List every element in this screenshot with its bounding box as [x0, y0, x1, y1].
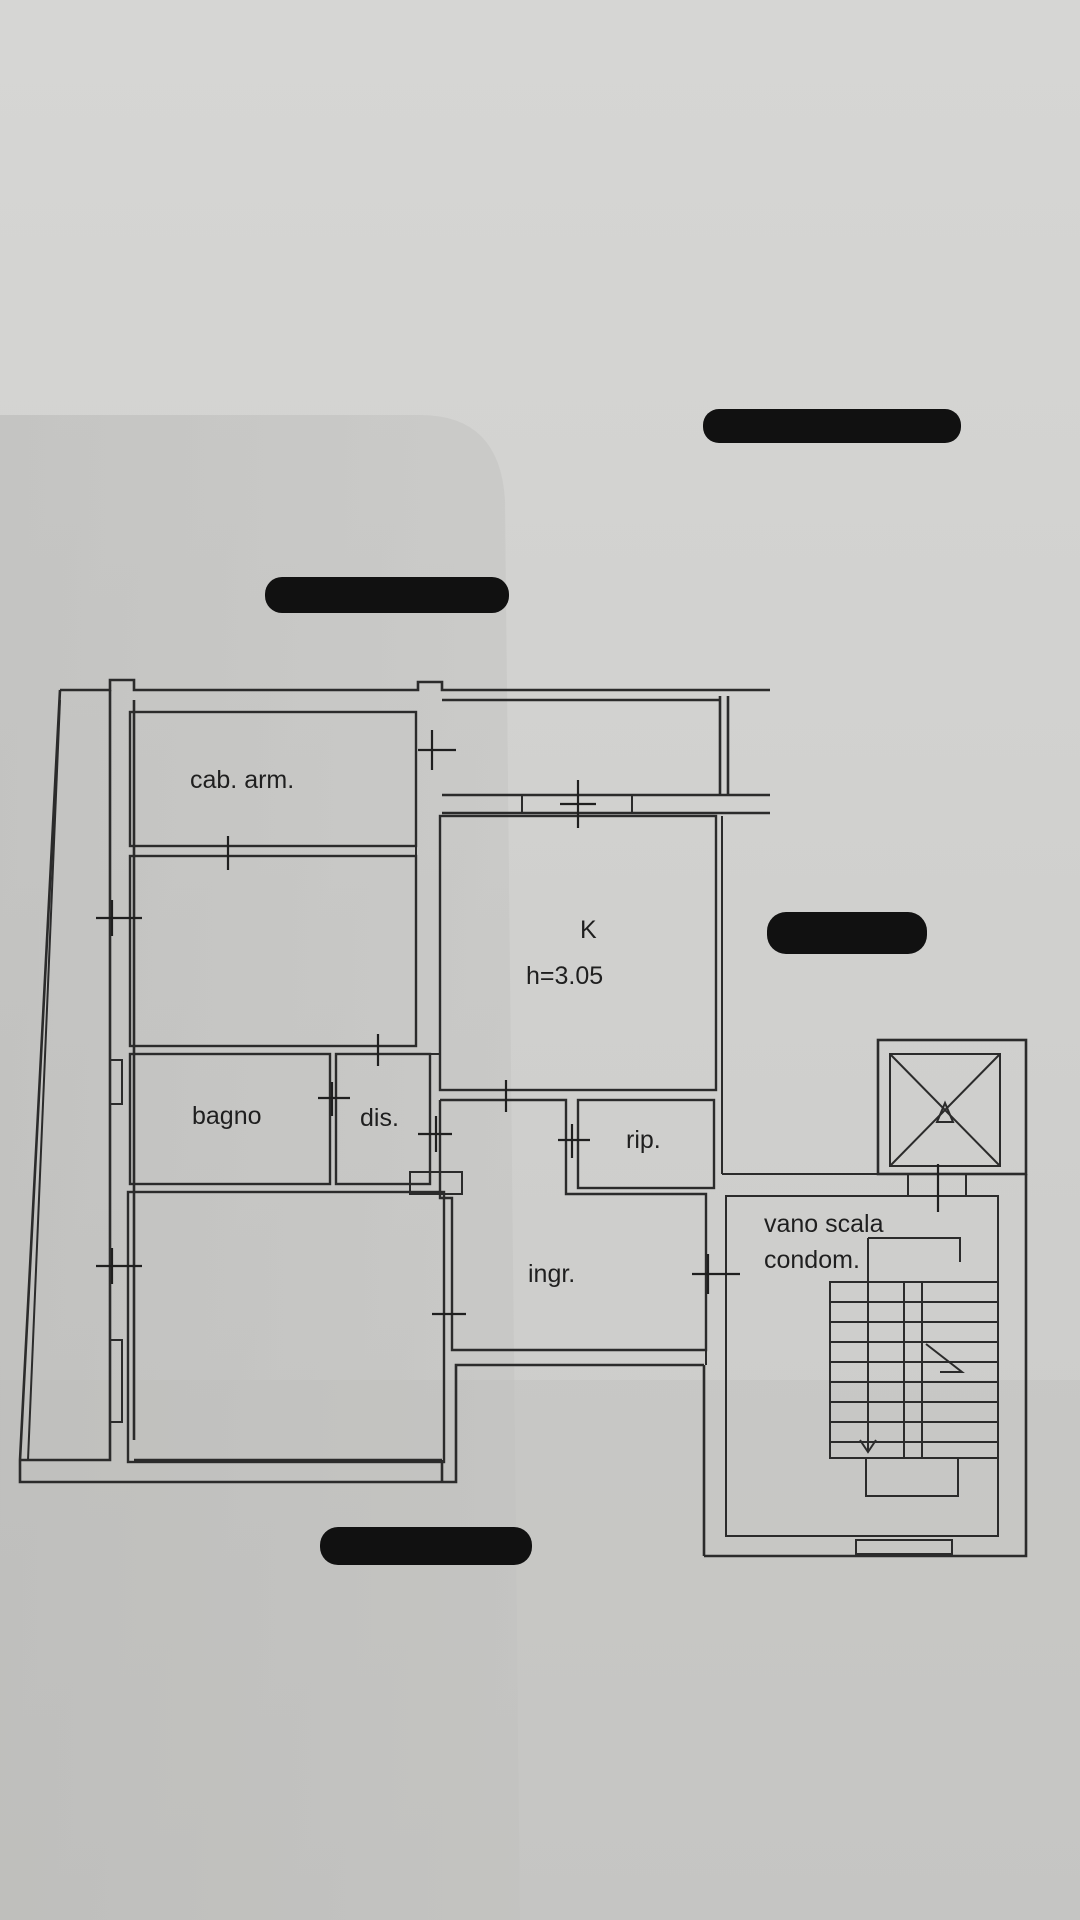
room-bedroom-2 [126, 1190, 446, 1464]
label-condom: condom. [764, 1246, 860, 1274]
label-kitchen-height: h=3.05 [526, 962, 603, 990]
redaction-mark-1 [703, 409, 961, 443]
label-vano-scala: vano scala [764, 1210, 884, 1238]
interior-walls [409, 712, 878, 1556]
redaction-mark-3 [767, 912, 927, 954]
label-bagno: bagno [192, 1102, 262, 1130]
stair-treads [830, 1301, 998, 1443]
redaction-mark-2 [265, 577, 509, 613]
label-rip: rip. [626, 1126, 661, 1154]
room-rip [576, 1098, 716, 1190]
label-kitchen: K [580, 916, 597, 944]
exterior-walls [18, 678, 770, 1484]
label-ingr: ingr. [528, 1260, 575, 1288]
room-dis [334, 1052, 432, 1186]
door-marks [96, 730, 940, 1316]
room-bagno [128, 1052, 332, 1186]
redaction-mark-4 [320, 1527, 532, 1565]
label-cab-arm: cab. arm. [190, 766, 294, 794]
stair-core [704, 1038, 1028, 1558]
balcony [442, 696, 770, 815]
label-dis: dis. [360, 1104, 399, 1132]
shadow-bottom [0, 1380, 1080, 1920]
